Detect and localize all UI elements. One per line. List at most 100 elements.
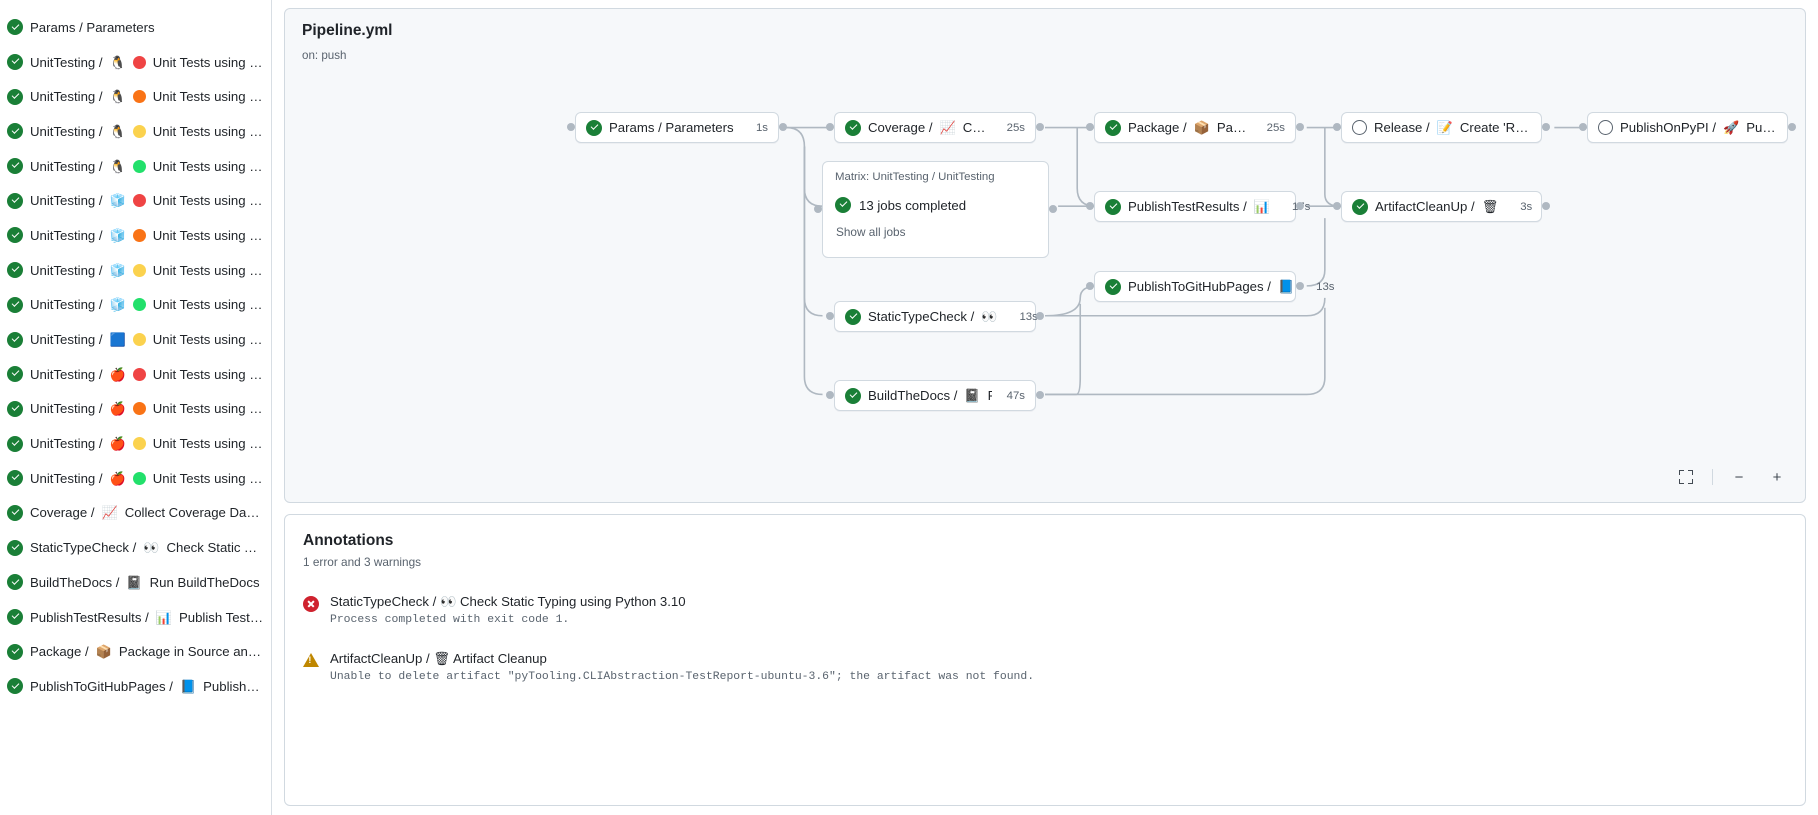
node-port-right [1036, 391, 1044, 399]
zoom-out-button[interactable]: − [1734, 468, 1744, 486]
node-duration: 1s [755, 121, 768, 134]
node-port-left [1579, 123, 1587, 131]
node-emoji-icon: 🗑 [1481, 199, 1499, 214]
sidebar-job-item[interactable]: UnitTesting / 🟦Unit Tests using Pyth... [0, 322, 271, 357]
success-check-icon [7, 192, 23, 209]
sidebar-job-label: Unit Tests using Pyth... [152, 262, 263, 278]
matrix-jobs-label: 13 jobs completed [859, 197, 967, 213]
annotations-heading: Annotations [303, 532, 394, 549]
sidebar-job-item[interactable]: BuildTheDocs / 📓Run BuildTheDocs [0, 565, 271, 600]
python-version-dot-icon [132, 298, 146, 312]
os-emoji-icon: 📈 [101, 505, 118, 521]
sidebar-job-item[interactable]: UnitTesting / 🍎Unit Tests using Pyth... [0, 461, 271, 496]
sidebar-job-label: Unit Tests using Pyth... [152, 366, 263, 382]
zoom-in-button[interactable]: + [1772, 468, 1782, 486]
zoom-controls[interactable]: − + [1674, 466, 1789, 488]
sidebar-job-label: Publish Test Resu... [178, 609, 263, 625]
sidebar-job-item[interactable]: StaticTypeCheck / 👀Check Static Typing..… [0, 530, 271, 565]
graph-node-release[interactable]: Release / 📝Create 'Release P... [1341, 112, 1542, 143]
matrix-group-box[interactable]: Matrix: UnitTesting / UnitTesting 13 jobs… [822, 161, 1049, 258]
graph-node-artifact[interactable]: ArtifactCleanUp / 🗑Artifac...3s [1341, 191, 1542, 222]
python-version-dot-icon [132, 159, 146, 173]
fullscreen-icon[interactable] [1674, 466, 1698, 488]
node-port-right [1296, 202, 1304, 210]
sidebar-job-item[interactable]: UnitTesting / 🍎Unit Tests using Pyth... [0, 392, 271, 427]
node-label: Package in So... [1216, 120, 1252, 135]
sidebar-job-label: Package in Source and Wh... [118, 644, 263, 660]
sidebar-job-prefix: BuildTheDocs / [30, 574, 120, 590]
success-check-icon [7, 435, 23, 452]
sidebar-job-item[interactable]: UnitTesting / 🐧Unit Tests using Pyth... [0, 114, 271, 149]
sidebar-job-item[interactable]: UnitTesting / 🐧Unit Tests using Pyth... [0, 149, 271, 184]
os-emoji-icon: 🍎 [109, 366, 126, 382]
sidebar-job-item[interactable]: PublishTestResults / 📊Publish Test Resu.… [0, 600, 271, 635]
os-emoji-icon: 📦 [95, 644, 112, 660]
python-version-dot-icon [132, 471, 146, 485]
python-version-dot-icon [132, 55, 146, 69]
sidebar-job-item[interactable]: UnitTesting / 🧊Unit Tests using Pyth... [0, 183, 271, 218]
graph-node-ghpages[interactable]: PublishToGitHubPages / 📘...13s [1094, 271, 1335, 302]
sidebar-job-item[interactable]: UnitTesting / 🐧Unit Tests using Pyth... [0, 79, 271, 114]
sidebar-job-label: Unit Tests using Pyth... [152, 436, 263, 452]
node-prefix: StaticTypeCheck / [868, 309, 975, 324]
node-label: Collect Cove... [962, 120, 992, 135]
success-check-icon [7, 366, 23, 383]
node-duration: 25s [1006, 121, 1025, 134]
sidebar-job-item[interactable]: Coverage / 📈Collect Coverage Data usi... [0, 496, 271, 531]
graph-node-package[interactable]: Package / 📦Package in So...25s [1094, 112, 1296, 143]
sidebar-job-label: Unit Tests using Pyth... [152, 89, 263, 105]
sidebar-job-item[interactable]: PublishToGitHubPages / 📘Publish to G... [0, 669, 271, 704]
sidebar-job-item[interactable]: UnitTesting / 🧊Unit Tests using Pyth... [0, 288, 271, 323]
sidebar-job-item[interactable]: UnitTesting / 🧊Unit Tests using Pyth... [0, 253, 271, 288]
graph-node-testresults[interactable]: PublishTestResults / 📊Pu...17s [1094, 191, 1310, 222]
annotations-summary: 1 error and 3 warnings [303, 555, 422, 569]
sidebar-job-item[interactable]: UnitTesting / 🐧Unit Tests using Pyth... [0, 45, 271, 80]
node-prefix: Coverage / [868, 120, 933, 135]
matrix-title: Matrix: UnitTesting / UnitTesting [835, 171, 995, 183]
graph-node-coverage[interactable]: Coverage / 📈Collect Cove...25s [834, 112, 1036, 143]
sidebar-job-item[interactable]: UnitTesting / 🍎Unit Tests using Pyth... [0, 357, 271, 392]
sidebar-job-prefix: Params / Parameters [30, 19, 155, 35]
graph-node-publishpypi[interactable]: PublishOnPyPI / 🚀Publish to ... [1587, 112, 1788, 143]
sidebar-job-label: Publish to G... [203, 678, 263, 694]
success-check-icon [7, 678, 23, 695]
success-check-icon [835, 197, 851, 213]
sidebar-job-prefix: UnitTesting / [30, 123, 103, 139]
annotation-title: StaticTypeCheck / 👀 Check Static Typing … [330, 594, 686, 609]
annotation-description: Process completed with exit code 1. [330, 614, 570, 626]
node-emoji-icon: 🚀 [1723, 120, 1740, 135]
os-emoji-icon: 🟦 [109, 332, 126, 348]
success-check-icon [1352, 198, 1368, 215]
success-check-icon [7, 296, 23, 313]
success-check-icon [7, 262, 23, 279]
os-emoji-icon: 🧊 [109, 297, 126, 313]
graph-node-buildthedocs[interactable]: BuildTheDocs / 📓Run Buil...47s [834, 380, 1036, 411]
node-label: Create 'Release P... [1459, 120, 1531, 135]
success-check-icon [7, 123, 23, 140]
node-port-left [1086, 282, 1094, 290]
node-port-right [779, 123, 787, 131]
os-emoji-icon: 👀 [143, 540, 160, 556]
sidebar-job-item[interactable]: UnitTesting / 🧊Unit Tests using Pyth... [0, 218, 271, 253]
sidebar-job-prefix: UnitTesting / [30, 227, 103, 243]
node-prefix: BuildTheDocs / [868, 388, 958, 403]
node-duration: 25s [1266, 121, 1285, 134]
sidebar-job-item[interactable]: Package / 📦Package in Source and Wh... [0, 634, 271, 669]
node-port-right [1296, 282, 1304, 290]
annotation-severity-icon-wrap [303, 651, 319, 683]
node-duration: 3s [1520, 200, 1533, 213]
node-port-right [1296, 123, 1304, 131]
node-port-right [1036, 123, 1044, 131]
node-emoji-icon: 📘 [1277, 279, 1295, 294]
show-all-jobs-link[interactable]: Show all jobs [836, 225, 906, 239]
node-port-right [1036, 312, 1044, 320]
sidebar-job-item[interactable]: Params / Parameters [0, 10, 271, 45]
graph-node-statictype[interactable]: StaticTypeCheck / 👀Chec...13s [834, 301, 1038, 332]
success-check-icon [7, 643, 23, 660]
sidebar-job-item[interactable]: UnitTesting / 🍎Unit Tests using Pyth... [0, 426, 271, 461]
success-check-icon [845, 119, 861, 136]
node-label: Run Buil... [988, 388, 992, 403]
os-emoji-icon: 🍎 [109, 470, 126, 486]
